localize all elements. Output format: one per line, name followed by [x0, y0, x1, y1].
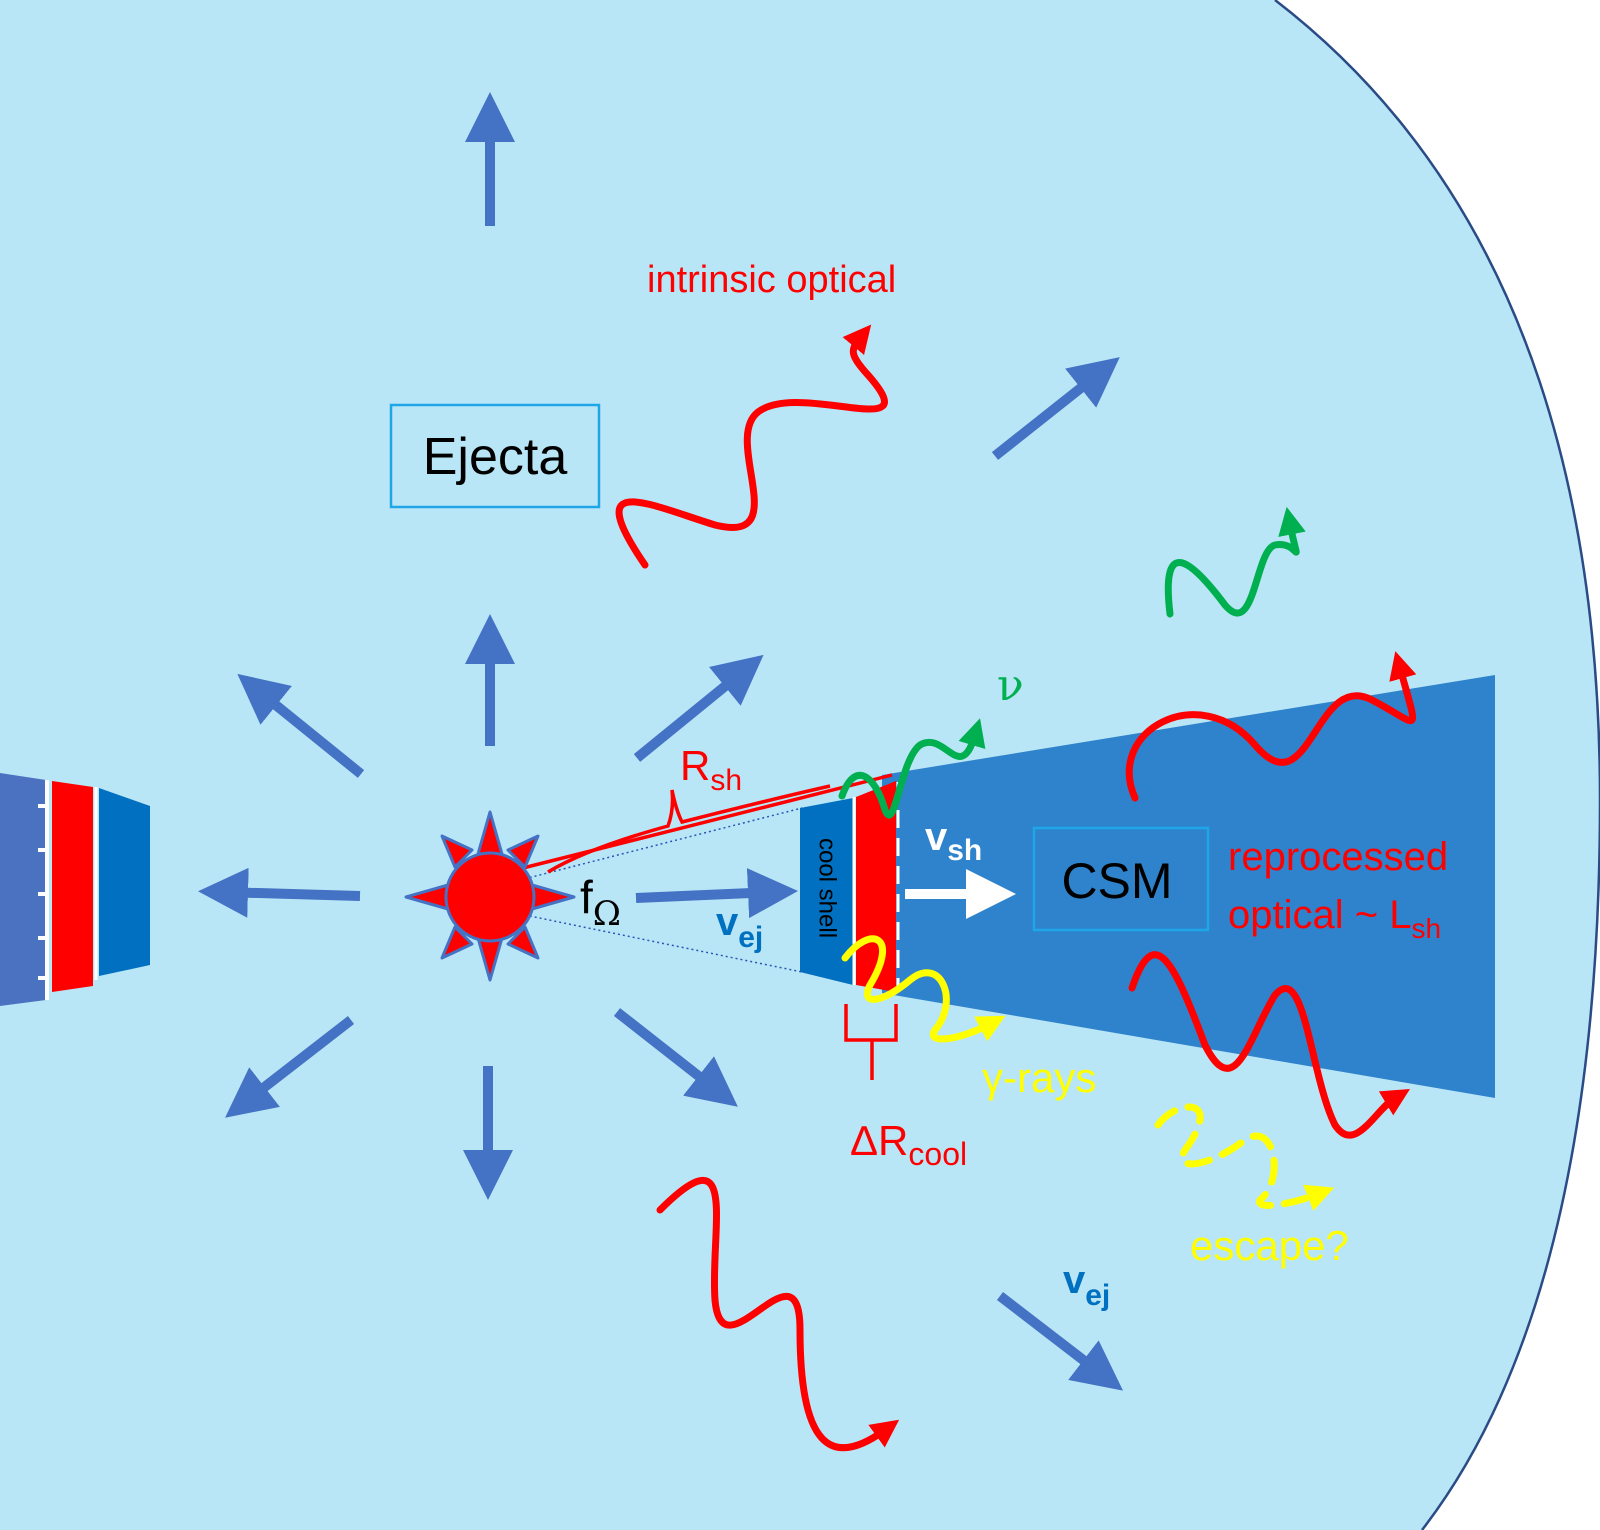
arrow-downright-far [996, 1292, 1124, 1391]
csm-box: CSM [1032, 826, 1210, 932]
r-sh-line [514, 773, 893, 872]
ejecta-box: Ejecta [389, 403, 601, 509]
arrow-left [198, 867, 361, 918]
expansion-arrows [198, 91, 1124, 1391]
csm-label: CSM [1061, 853, 1172, 909]
v-ej-label: vej [716, 900, 763, 954]
cool-shell-layer [800, 798, 853, 985]
cool-shell-label: cool shell [814, 838, 841, 938]
f-omega-label: fΩ [580, 871, 621, 934]
escape-label: escape? [1190, 1222, 1349, 1269]
r-sh-brace [547, 784, 831, 874]
reprocessed-label-line1: reprocessed [1228, 835, 1448, 879]
delta-r-cool-label: ΔRcool [850, 1117, 967, 1172]
v-ej-label-lower: vej [1063, 1258, 1110, 1312]
intrinsic-optical-label: intrinsic optical [647, 259, 896, 301]
arrow-upright-inner [633, 654, 764, 762]
central-source [404, 810, 576, 982]
r-sh-label: Rsh [680, 742, 742, 797]
arrow-upright-far [991, 357, 1120, 460]
delta-r-brace [844, 1004, 898, 1080]
neutrino-upper [1164, 506, 1306, 618]
gamma-rays-label: γ-rays [982, 1054, 1096, 1101]
reprocessed-photon-upper [1125, 651, 1417, 802]
left-shell-fragment [0, 773, 150, 1006]
arrow-downright-inner [613, 1008, 738, 1107]
intrinsic-optical-photon [615, 324, 888, 569]
arrow-upleft [237, 673, 365, 778]
arrow-downleft [225, 1016, 355, 1118]
cone-edge-top [519, 807, 803, 881]
gamma-ray-photon [841, 935, 1006, 1043]
reprocessed-label-line2: optical ~ Lsh [1228, 893, 1441, 944]
neutrino-lower [838, 718, 986, 819]
csm-wedge [882, 675, 1495, 1098]
ejecta-label: Ejecta [423, 428, 568, 486]
reprocessed-photon-lower [1128, 951, 1410, 1139]
lower-optical-photon [656, 1177, 900, 1452]
gamma-escape-photon [1154, 1103, 1335, 1211]
arrow-v-ej [635, 868, 798, 919]
nu-label: ν [997, 660, 1024, 711]
v-sh-label: vsh [925, 815, 982, 867]
